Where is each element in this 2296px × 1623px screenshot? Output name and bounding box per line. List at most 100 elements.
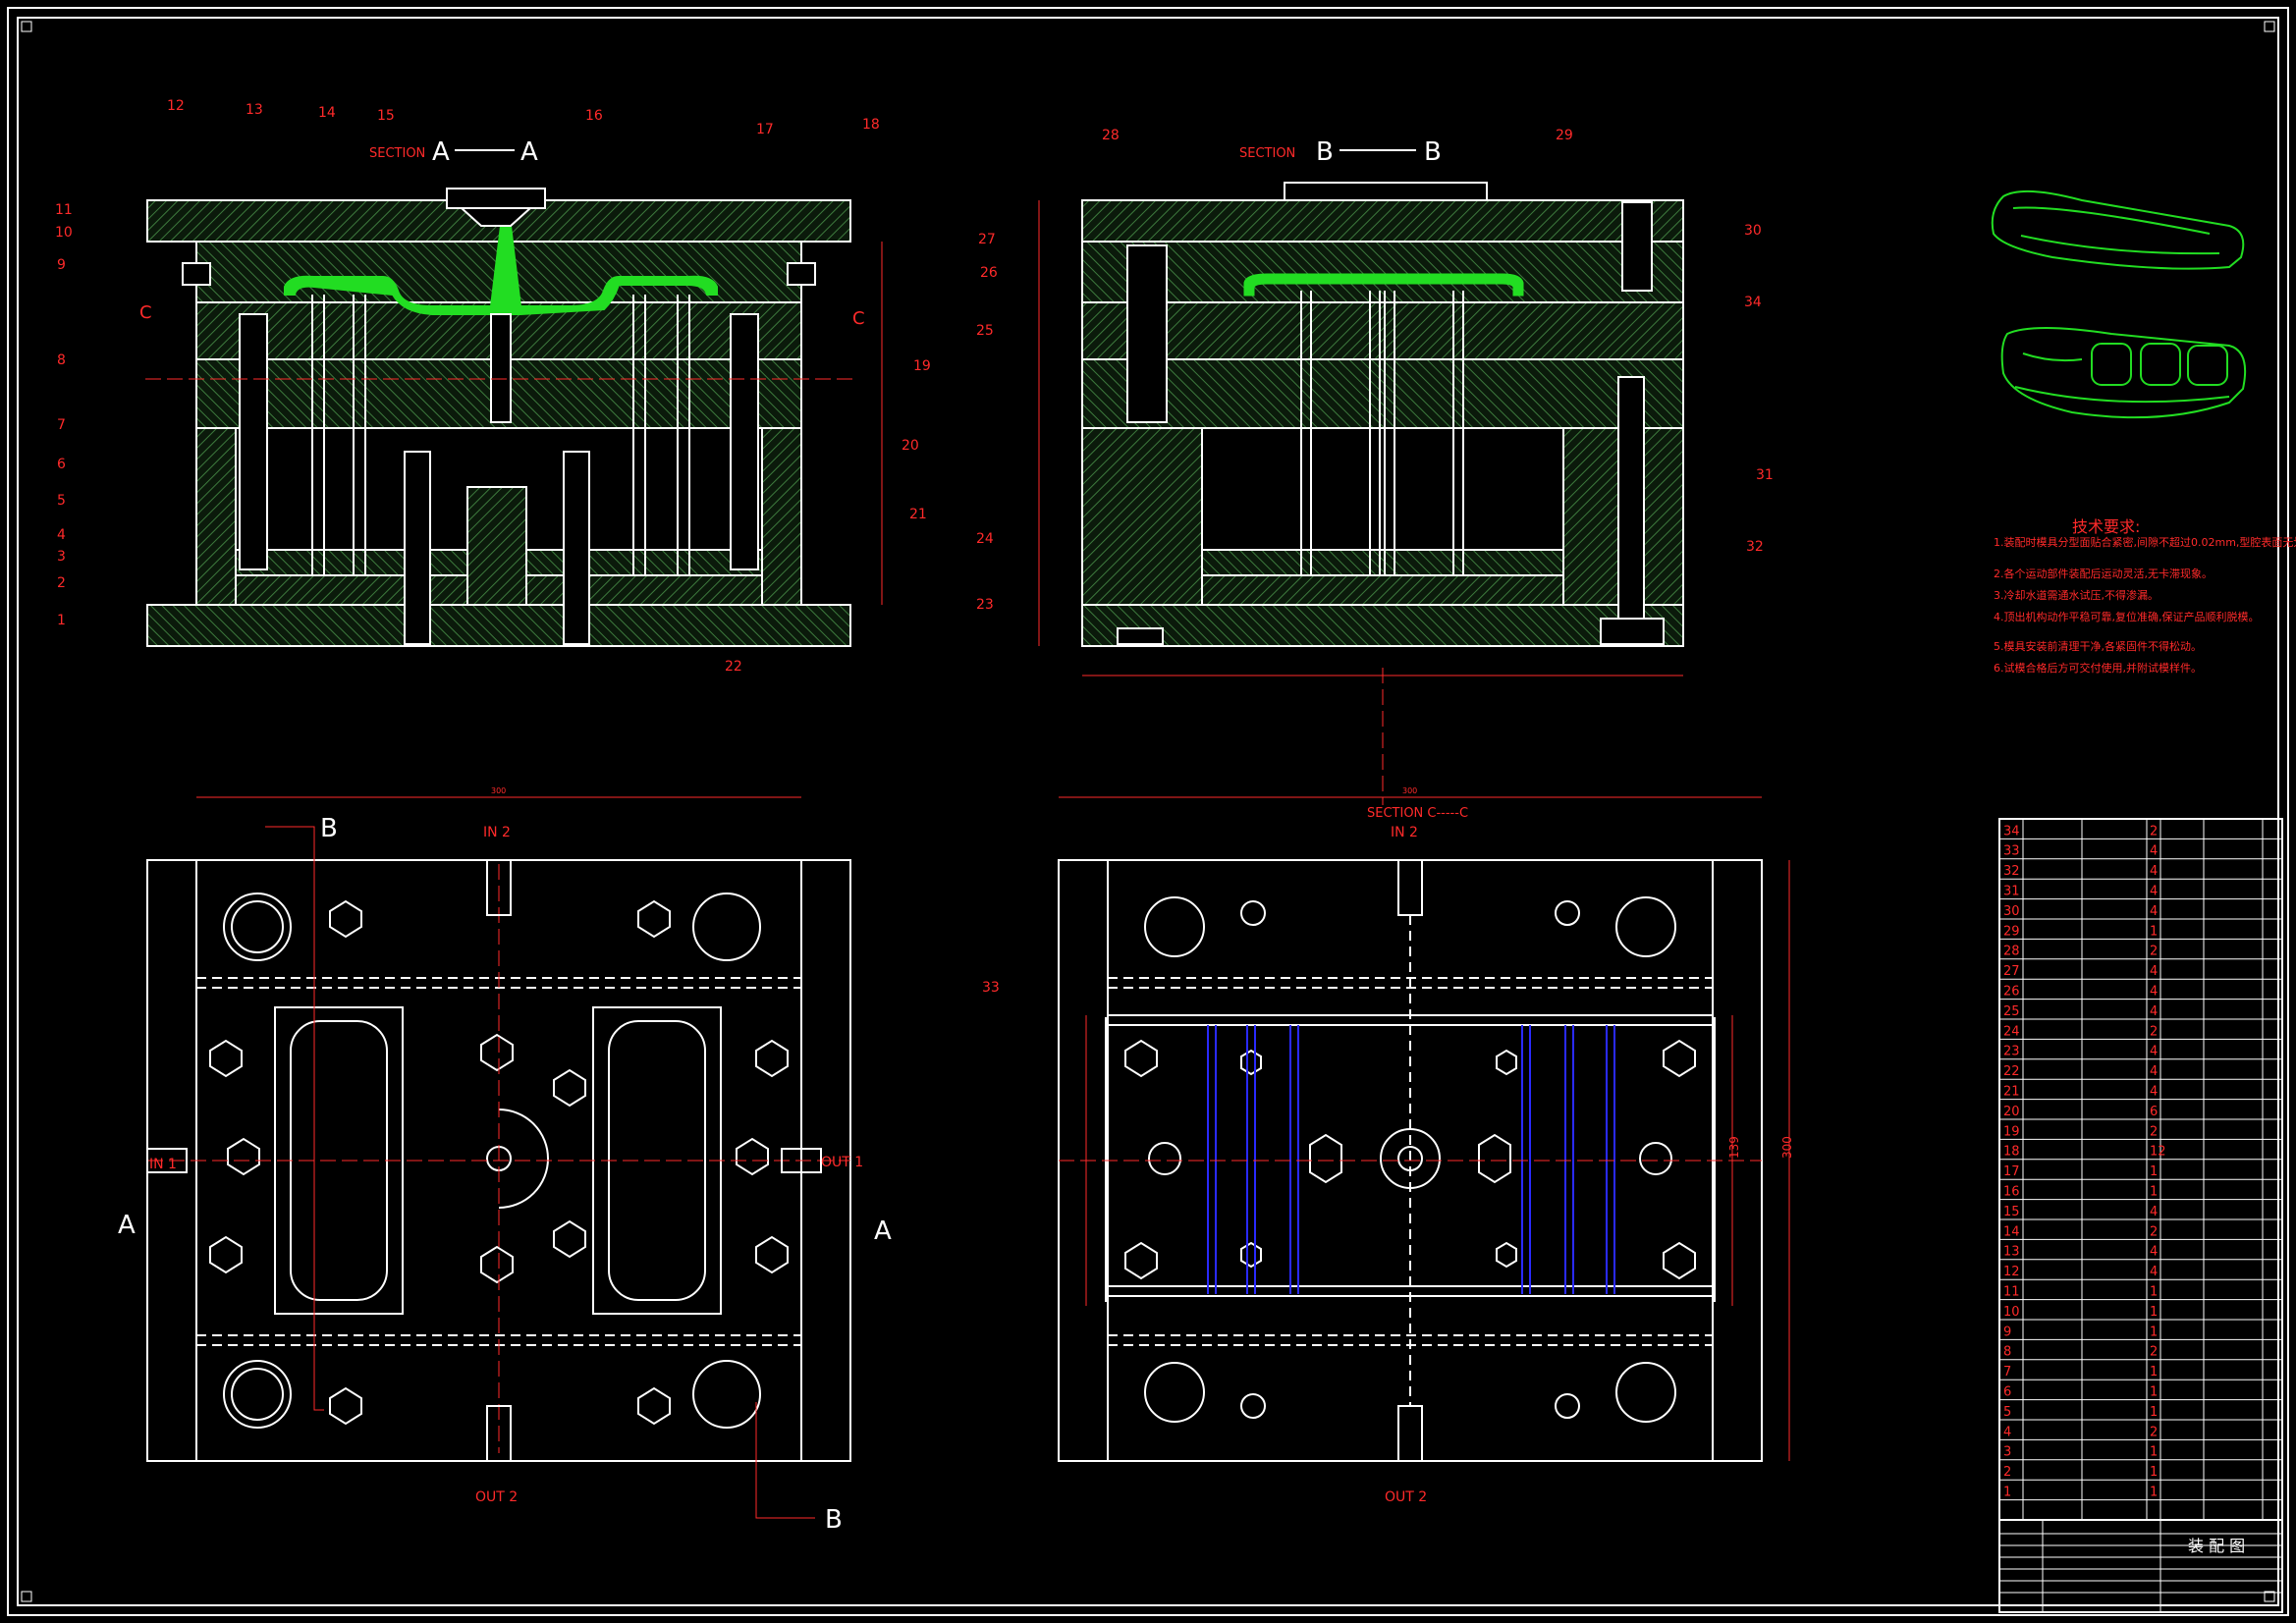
svg-text:22: 22 xyxy=(725,659,742,675)
bom-row-qty: 12 xyxy=(2150,1145,2166,1160)
technical-requirements: 技术要求: 1.装配时模具分型面贴合紧密,间隙不超过0.02mm,型腔表面无划伤… xyxy=(1994,517,2296,675)
bom-row-number: 28 xyxy=(2003,945,2020,959)
svg-text:7: 7 xyxy=(57,417,66,433)
bom-row-qty: 1 xyxy=(2150,1405,2158,1420)
bom-row-qty: 2 xyxy=(2150,1345,2158,1360)
cut-label-a-left: A xyxy=(118,1211,136,1240)
plastic-part-section-b xyxy=(1243,273,1524,297)
dim-300: 300 xyxy=(1780,1136,1794,1159)
bom-row-qty: 1 xyxy=(2150,1164,2158,1179)
svg-text:34: 34 xyxy=(1744,295,1762,310)
bom-row-number: 4 xyxy=(2003,1425,2011,1439)
svg-text:33: 33 xyxy=(982,980,1000,996)
dim-139: 139 xyxy=(1727,1136,1741,1159)
bom-row-qty: 4 xyxy=(2150,964,2158,979)
section-a-a-view: SECTION A A xyxy=(139,137,883,647)
tech-req-title: 技术要求: xyxy=(2072,517,2140,536)
bottom-clamp-plate xyxy=(146,604,851,647)
bom-row-qty: 1 xyxy=(2150,1185,2158,1200)
bom-row-number: 32 xyxy=(2003,864,2020,879)
bom-row-number: 34 xyxy=(2003,824,2020,839)
svg-text:9: 9 xyxy=(57,257,66,273)
svg-text:14: 14 xyxy=(318,105,336,121)
bom-row-number: 7 xyxy=(2003,1365,2011,1380)
section-a-to: A xyxy=(520,137,538,167)
svg-text:23: 23 xyxy=(976,597,994,613)
section-a-prefix: SECTION xyxy=(369,146,425,161)
bom-row-qty: 1 xyxy=(2150,1365,2158,1380)
bom-row-number: 17 xyxy=(2003,1164,2020,1179)
svg-text:10: 10 xyxy=(55,225,73,241)
svg-text:18: 18 xyxy=(862,117,880,133)
bom-row-qty: 4 xyxy=(2150,1265,2158,1279)
bom-row-number: 5 xyxy=(2003,1405,2011,1420)
bom-row-qty: 1 xyxy=(2150,1486,2158,1500)
svg-text:19: 19 xyxy=(913,358,931,374)
bom-row-number: 11 xyxy=(2003,1285,2020,1300)
section-a-from: A xyxy=(432,137,450,167)
cooling-out1: OUT 1 xyxy=(821,1155,863,1170)
bom-row-number: 3 xyxy=(2003,1445,2011,1460)
svg-text:16: 16 xyxy=(585,108,603,124)
bom-row-number: 21 xyxy=(2003,1085,2020,1100)
bom-row-number: 25 xyxy=(2003,1004,2020,1019)
bom-row-number: 9 xyxy=(2003,1325,2011,1339)
bom-row-number: 24 xyxy=(2003,1024,2020,1039)
bom-row-qty: 6 xyxy=(2150,1105,2158,1119)
svg-text:27: 27 xyxy=(978,232,996,247)
bom-row-qty: 1 xyxy=(2150,1445,2158,1460)
bom-row-number: 16 xyxy=(2003,1185,2020,1200)
cut-label-a-right: A xyxy=(874,1217,892,1246)
bom-row-qty: 4 xyxy=(2150,885,2158,899)
bom-row-number: 26 xyxy=(2003,985,2020,1000)
svg-text:26: 26 xyxy=(980,265,998,281)
outer-frame xyxy=(7,7,2289,1616)
cooling-out2-right: OUT 2 xyxy=(1385,1489,1427,1505)
bom-row-qty: 4 xyxy=(2150,1085,2158,1100)
bom-row-qty: 4 xyxy=(2150,1245,2158,1260)
tech-req-item-3: 3.冷却水道需通水试压,不得渗漏。 xyxy=(1994,588,2159,602)
bom-row-qty: 1 xyxy=(2150,1325,2158,1339)
svg-text:2: 2 xyxy=(57,575,66,591)
dim-left-width: 300 xyxy=(491,786,506,795)
part-numbers-a: 12 13 14 15 16 17 18 11 10 9 8 7 6 5 4 3… xyxy=(55,98,998,675)
svg-text:25: 25 xyxy=(976,323,994,339)
svg-text:30: 30 xyxy=(1744,223,1762,239)
svg-text:13: 13 xyxy=(246,102,263,118)
cut-label-b-top: B xyxy=(320,814,338,843)
svg-text:28: 28 xyxy=(1102,128,1120,143)
bom-row-qty: 4 xyxy=(2150,864,2158,879)
tech-req-item-5: 5.模具安装前清理干净,各紧固件不得松动。 xyxy=(1994,639,2202,653)
bom-row-qty: 4 xyxy=(2150,985,2158,1000)
svg-text:20: 20 xyxy=(902,438,919,454)
return-pin-right xyxy=(730,313,759,570)
bom-row-qty: 4 xyxy=(2150,904,2158,919)
cooling-in2-right: IN 2 xyxy=(1391,825,1418,840)
bom-row-qty: 1 xyxy=(2150,1465,2158,1480)
plastic-part-section-a xyxy=(284,225,718,315)
svg-text:3: 3 xyxy=(57,549,66,565)
svg-text:21: 21 xyxy=(909,507,927,522)
bom-row-number: 6 xyxy=(2003,1385,2011,1400)
plan-view-left xyxy=(146,796,851,1519)
cooling-in1: IN 1 xyxy=(149,1157,177,1172)
cut-label-b-bottom: B xyxy=(825,1505,843,1535)
bom-row-number: 15 xyxy=(2003,1205,2020,1219)
bom-row-qty: 1 xyxy=(2150,924,2158,939)
section-b-prefix: SECTION xyxy=(1239,146,1295,161)
tech-req-item-2: 2.各个运动部件装配后运动灵活,无卡滞现象。 xyxy=(1994,567,2213,580)
bom-row-qty: 2 xyxy=(2150,1024,2158,1039)
svg-text:8: 8 xyxy=(57,352,66,368)
svg-text:11: 11 xyxy=(55,202,73,218)
part-numbers-b: 28 29 30 34 31 32 33 xyxy=(982,128,1774,996)
section-c-dimension-lines xyxy=(1059,796,1790,1461)
bom-row-qty: 2 xyxy=(2150,945,2158,959)
section-b-b-view: SECTION B B xyxy=(1038,137,1684,805)
support-pillar-left xyxy=(404,451,431,645)
bom-row-number: 2 xyxy=(2003,1465,2011,1480)
section-c-label: SECTION C-----C xyxy=(1367,806,1468,821)
bom-row-number: 13 xyxy=(2003,1245,2020,1260)
bom-row-qty: 2 xyxy=(2150,1124,2158,1139)
svg-text:1: 1 xyxy=(57,613,66,628)
